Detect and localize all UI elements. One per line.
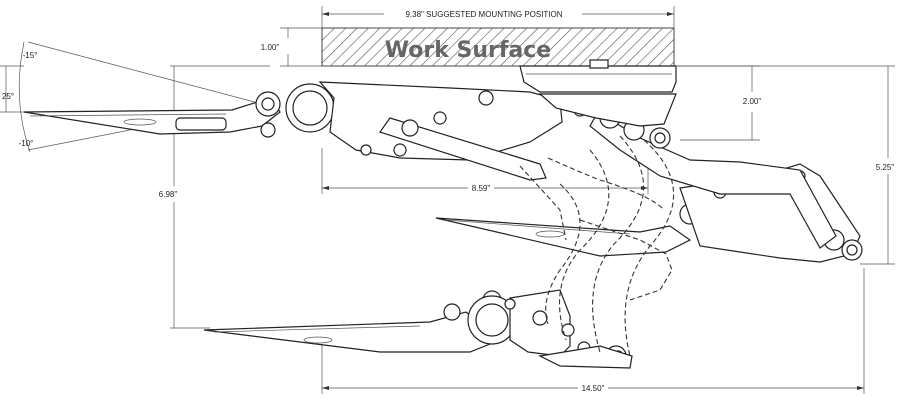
dim-depth-859-label: 8.59" — [472, 184, 491, 193]
dim-height-525-label: 5.25" — [876, 163, 895, 172]
angle-down-label: -10° — [19, 139, 34, 148]
tray-position-mid — [435, 93, 863, 263]
work-surface: Work Surface — [321, 27, 675, 67]
tray-position-low — [203, 289, 633, 369]
swing-links-dashed — [519, 135, 675, 357]
dimension-surface-gap: 1.00" — [261, 27, 322, 67]
dimension-total-1450: 14.50" — [321, 268, 865, 394]
dimension-height-525: 5.25" — [676, 65, 895, 265]
dimension-depth-859: 8.59" — [321, 148, 649, 194]
dim-height-698-label: 6.98" — [159, 190, 178, 199]
dimension-drop-2: 2.00" — [676, 65, 762, 141]
angle-neutral-label: 25° — [2, 92, 14, 101]
dim-top-width-label: 9.38" SUGGESTED MOUNTING POSITION — [405, 10, 562, 19]
dim-surface-gap-label: 1.00" — [261, 43, 280, 52]
angle-up-label: -15° — [23, 51, 38, 60]
dimension-top-width: 9.38" SUGGESTED MOUNTING POSITION — [321, 6, 675, 28]
work-surface-label: Work Surface — [385, 38, 551, 63]
dim-drop-2-label: 2.00" — [743, 97, 762, 106]
mounting-plate — [519, 59, 677, 93]
dim-total-1450-label: 14.50" — [582, 384, 605, 393]
tray-position-stowed — [23, 81, 563, 181]
tilt-angle-indicator: -15° 25° -10° — [0, 41, 263, 153]
